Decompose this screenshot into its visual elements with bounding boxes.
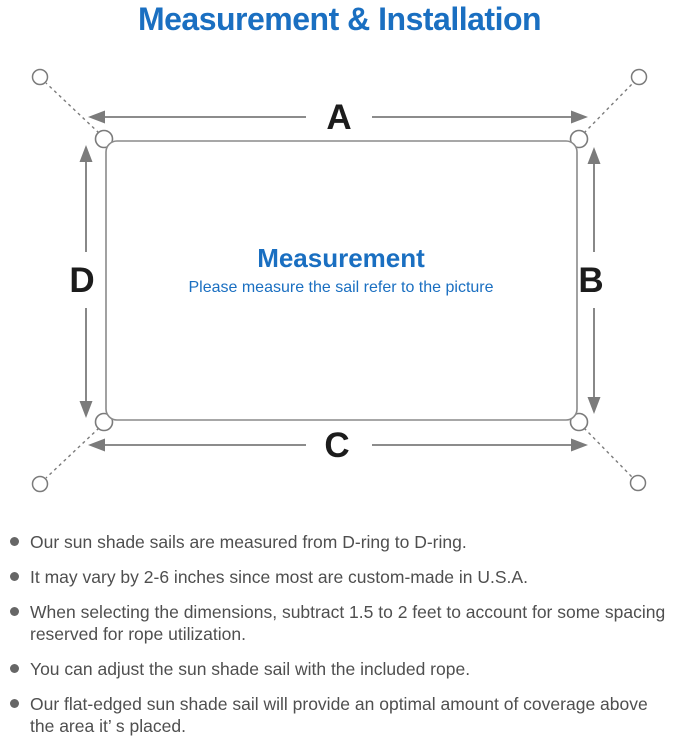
list-item: When selecting the dimensions, subtract … (10, 601, 670, 645)
arrow-c (88, 438, 588, 452)
list-item: It may vary by 2-6 inches since most are… (10, 566, 670, 588)
d-rings (94, 129, 589, 432)
dimension-arrows (79, 110, 601, 452)
list-item: Our flat-edged sun shade sail will provi… (10, 693, 670, 737)
list-item: You can adjust the sun shade sail with t… (10, 658, 670, 680)
arrow-b (587, 147, 601, 414)
anchor-point-top-left-icon (31, 68, 49, 86)
anchor-points (31, 68, 648, 493)
bullet-dot-icon (10, 607, 19, 616)
diagram-center-title: Measurement (257, 243, 425, 273)
note-text: Our sun shade sails are measured from D-… (30, 532, 467, 552)
arrow-a (88, 110, 588, 124)
guy-line-top-right (583, 82, 634, 134)
guy-line-bottom-left (45, 427, 100, 479)
diagram-center-subtitle: Please measure the sail refer to the pic… (188, 279, 493, 296)
list-item: Our sun shade sails are measured from D-… (10, 531, 670, 553)
arrow-d (79, 145, 93, 418)
dimension-label-c: C (324, 426, 349, 465)
note-text: When selecting the dimensions, subtract … (30, 602, 666, 644)
dimension-label-a: A (326, 98, 351, 137)
anchor-point-bottom-left-icon (31, 475, 49, 493)
note-text: Our flat-edged sun shade sail will provi… (30, 694, 648, 736)
d-ring-top-left-icon (94, 129, 114, 149)
guy-line-bottom-right (583, 427, 633, 478)
bullet-dot-icon (10, 572, 19, 581)
bullet-dot-icon (10, 537, 19, 546)
shade-sail-outline (105, 140, 578, 421)
notes-list: Our sun shade sails are measured from D-… (10, 531, 670, 737)
dimension-label-b: B (578, 261, 603, 300)
guy-lines (45, 82, 634, 479)
d-ring-top-right-icon (569, 129, 589, 149)
bullet-dot-icon (10, 699, 19, 708)
bullet-dot-icon (10, 664, 19, 673)
anchor-point-top-right-icon (630, 68, 648, 86)
page-title: Measurement & Installation (137, 1, 542, 37)
dimension-label-group: A B C D (69, 98, 603, 465)
anchor-point-bottom-right-icon (629, 474, 647, 492)
d-ring-bottom-right-icon (569, 412, 589, 432)
note-text: It may vary by 2-6 inches since most are… (30, 567, 528, 587)
d-ring-bottom-left-icon (94, 412, 114, 432)
guy-line-top-left (45, 82, 100, 134)
note-text: You can adjust the sun shade sail with t… (30, 659, 471, 679)
dimension-label-d: D (69, 261, 94, 300)
measurement-diagram: A B C D Measurement Please measure the s… (31, 68, 648, 493)
